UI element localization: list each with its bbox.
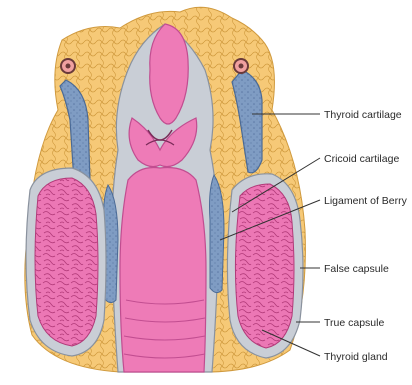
label-false-capsule: False capsule [324,263,389,275]
label-true-capsule: True capsule [324,317,384,329]
label-ligament-of-berry: Ligament of Berry [324,195,408,207]
trachea [120,168,206,373]
label-thyroid-gland: Thyroid gland [324,351,388,363]
label-thyroid-cartilage: Thyroid cartilage [324,109,402,121]
label-cricoid-cartilage: Cricoid cartilage [324,153,399,165]
